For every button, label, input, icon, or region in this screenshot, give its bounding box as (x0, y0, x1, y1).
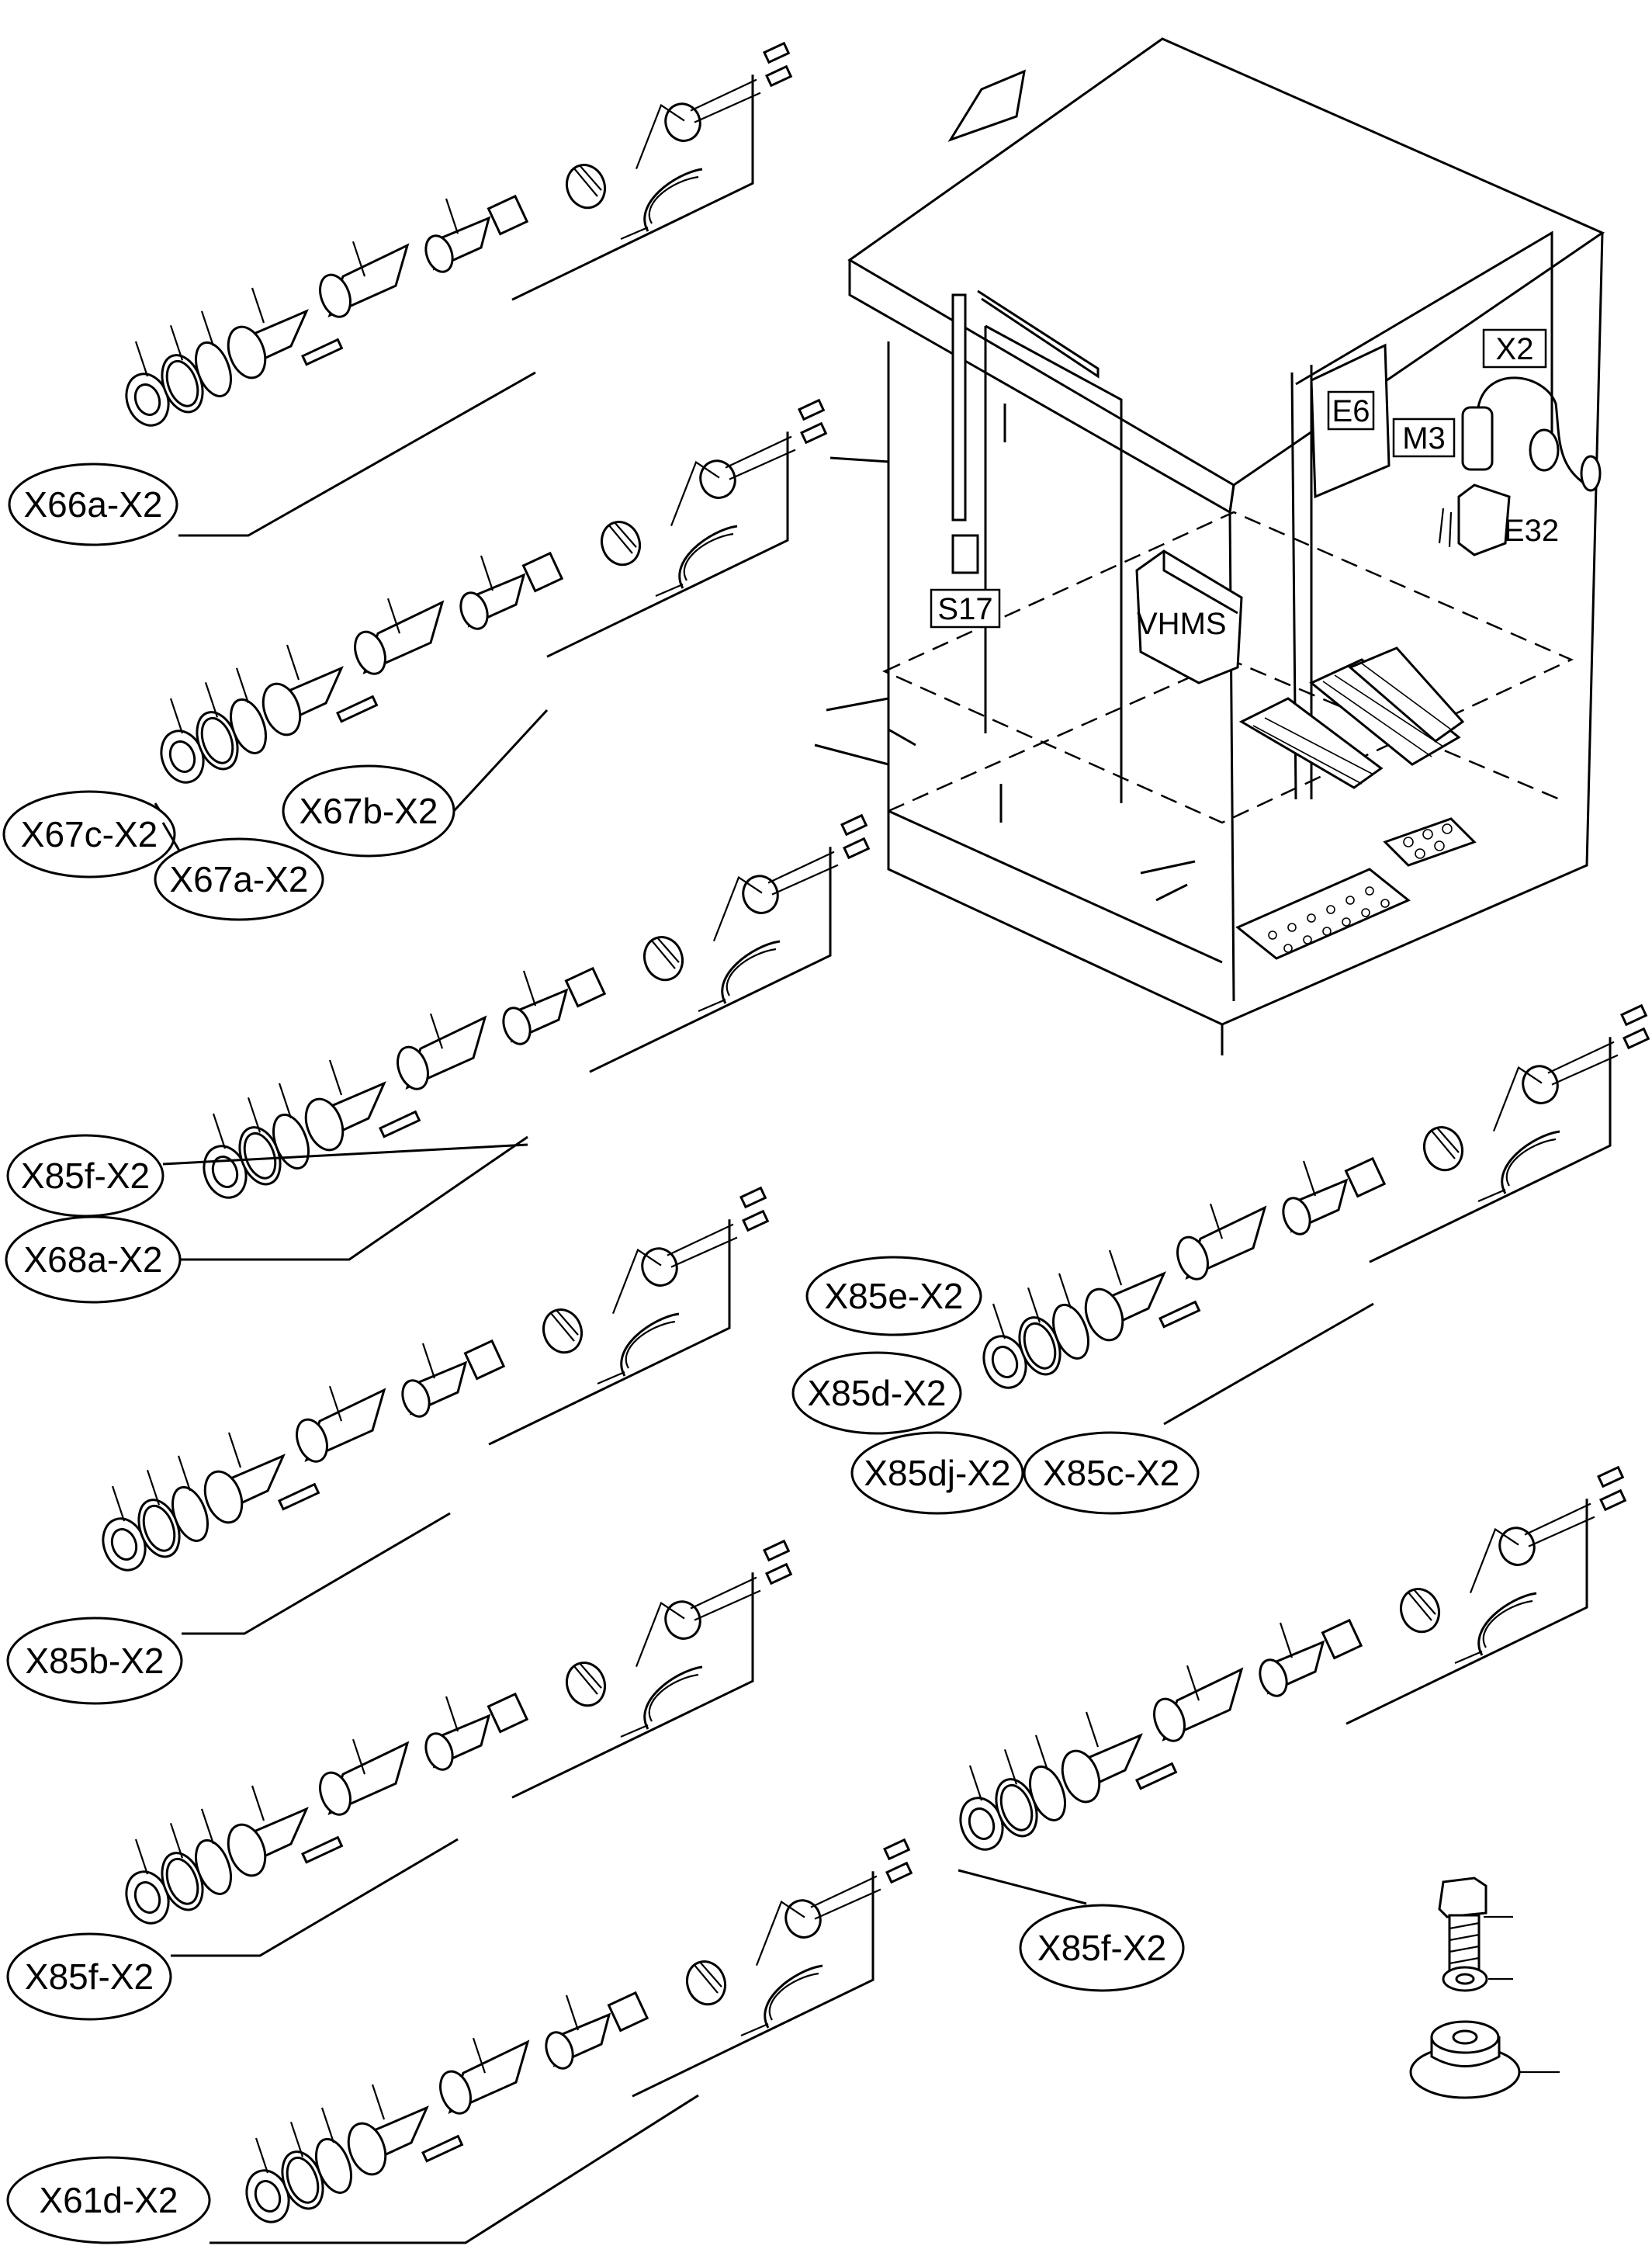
callout-text: X85d-X2 (807, 1373, 946, 1413)
washer (1442, 1966, 1513, 1992)
svg-text:X2: X2 (1496, 332, 1534, 366)
cabinet (814, 37, 1605, 1055)
callout-ellipse (8, 463, 178, 546)
svg-text:S17: S17 (937, 592, 992, 626)
callout-label: X67c-X2 (2, 790, 176, 878)
svg-text:VHMS: VHMS (1137, 607, 1227, 641)
callout-label: X66a-X2 (8, 371, 536, 546)
callout-ellipse (154, 837, 324, 921)
rubber-mount (1409, 2020, 1560, 2099)
callout-text: X85f-X2 (1037, 1928, 1166, 1968)
callout-label: X85d-X2 (791, 1351, 962, 1435)
connector-assembly (982, 1003, 1650, 1389)
connector-assembly (203, 813, 871, 1199)
connector-assemblies (102, 41, 1650, 2223)
label-e6: E6 (1327, 390, 1375, 431)
callout-label: X85b-X2 (6, 1512, 451, 1705)
svg-text:M3: M3 (1402, 421, 1446, 456)
callout-label: X85c-X2 (1023, 1302, 1374, 1515)
connector-assembly (245, 1838, 913, 2223)
callout-label: X85f-X2 (6, 1838, 459, 2021)
bolt (1438, 1877, 1513, 1977)
mount-assembly (1409, 1877, 1560, 2099)
callout-ellipse (282, 764, 455, 858)
callout-ellipse (1023, 1431, 1200, 1515)
connector-assembly (125, 1539, 793, 1925)
connector-assembly (102, 1186, 770, 1572)
cable-tray (1238, 646, 1465, 789)
connector-assembly (959, 1465, 1627, 1851)
callout-label: X67b-X2 (282, 709, 549, 858)
label-vhms: VHMS (1137, 607, 1227, 641)
connector-assembly (125, 41, 793, 427)
callout-ellipse (791, 1351, 962, 1435)
callout-text: X67c-X2 (21, 814, 158, 854)
callout-ellipse (805, 1256, 982, 1336)
cabinet-labels: S17 VHMS E6 X2 M3 E32 (930, 328, 1559, 641)
callout-labels: X66a-X2X67c-X2X67b-X2X67a-X2X85f-X2X68a-… (2, 371, 1374, 2244)
callout-text: X85b-X2 (25, 1641, 164, 1681)
callout-text: X85f-X2 (21, 1156, 150, 1196)
callout-text: X85f-X2 (25, 1956, 154, 1997)
callout-ellipse (1019, 1904, 1185, 1992)
callout-ellipse (850, 1431, 1024, 1515)
callout-text: X68a-X2 (23, 1239, 162, 1280)
callout-label: X67a-X2 (154, 822, 324, 921)
callout-text: X61d-X2 (39, 2180, 178, 2220)
callout-label: X61d-X2 (6, 2094, 699, 2244)
callout-ellipse (6, 1617, 183, 1705)
label-s17: S17 (930, 588, 1001, 629)
callout-ellipse (2, 790, 176, 878)
callout-text: X66a-X2 (23, 484, 162, 525)
callout-label: X85f-X2 (958, 1869, 1185, 1992)
callout-label: X68a-X2 (5, 1135, 528, 1304)
gland-plate (1235, 817, 1477, 960)
svg-text:E32: E32 (1504, 514, 1559, 548)
label-m3: M3 (1392, 418, 1456, 458)
svg-text:E6: E6 (1332, 394, 1370, 428)
callout-label: X85e-X2 (805, 1256, 982, 1336)
callout-label: X85f-X2 (6, 1134, 528, 1218)
callout-text: X67b-X2 (299, 791, 438, 831)
label-e32: E32 (1504, 514, 1559, 548)
callout-text: X85dj-X2 (864, 1453, 1010, 1493)
callout-ellipse (5, 1215, 182, 1304)
callout-text: X67a-X2 (169, 859, 308, 899)
connector-assembly (160, 398, 828, 784)
callout-text: X85c-X2 (1043, 1453, 1179, 1493)
callout-ellipse (6, 1932, 172, 2021)
callout-ellipse (6, 2156, 211, 2244)
callout-text: X85e-X2 (824, 1276, 963, 1316)
callout-label: X85dj-X2 (850, 1431, 1024, 1515)
label-x2: X2 (1482, 328, 1547, 369)
